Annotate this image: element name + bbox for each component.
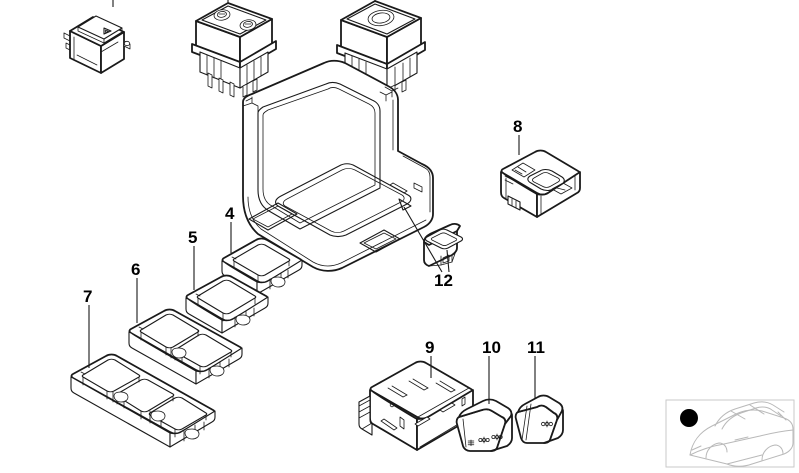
callout-label-5: 5: [188, 228, 198, 247]
callout-label-12: 12: [434, 271, 453, 290]
callout-label-7: 7: [83, 287, 93, 306]
part-twin-button-switch: [191, 0, 277, 98]
part-switch-bezel-single-wide: [185, 274, 269, 334]
part-blanking-cap: [403, 206, 464, 273]
part-hazard-warning-switch: [63, 0, 131, 74]
callout-label-8: 8: [513, 117, 523, 136]
locator-marker-dot: [680, 409, 698, 427]
callout-label-4: 4: [225, 204, 235, 223]
part-switch-cap-single-symbol: [514, 394, 564, 444]
part-switch-cap-three-symbol: [455, 398, 513, 452]
part-switch-control-module: [358, 360, 474, 451]
part-window-lifter-switch: [500, 149, 581, 218]
vehicle-locator-thumbnail: [665, 399, 795, 468]
part-switch-bezel-double: [128, 308, 243, 385]
part-center-console-trim-panel: [242, 59, 434, 272]
part-single-button-switch: [336, 0, 426, 100]
callout-label-6: 6: [131, 260, 141, 279]
part-switch-bezel-triple: [70, 353, 216, 448]
callout-label-11: 11: [527, 338, 545, 357]
callout-label-10: 10: [482, 338, 501, 357]
callout-label-9: 9: [425, 338, 435, 357]
callout-leader-lines: [88, 135, 536, 404]
